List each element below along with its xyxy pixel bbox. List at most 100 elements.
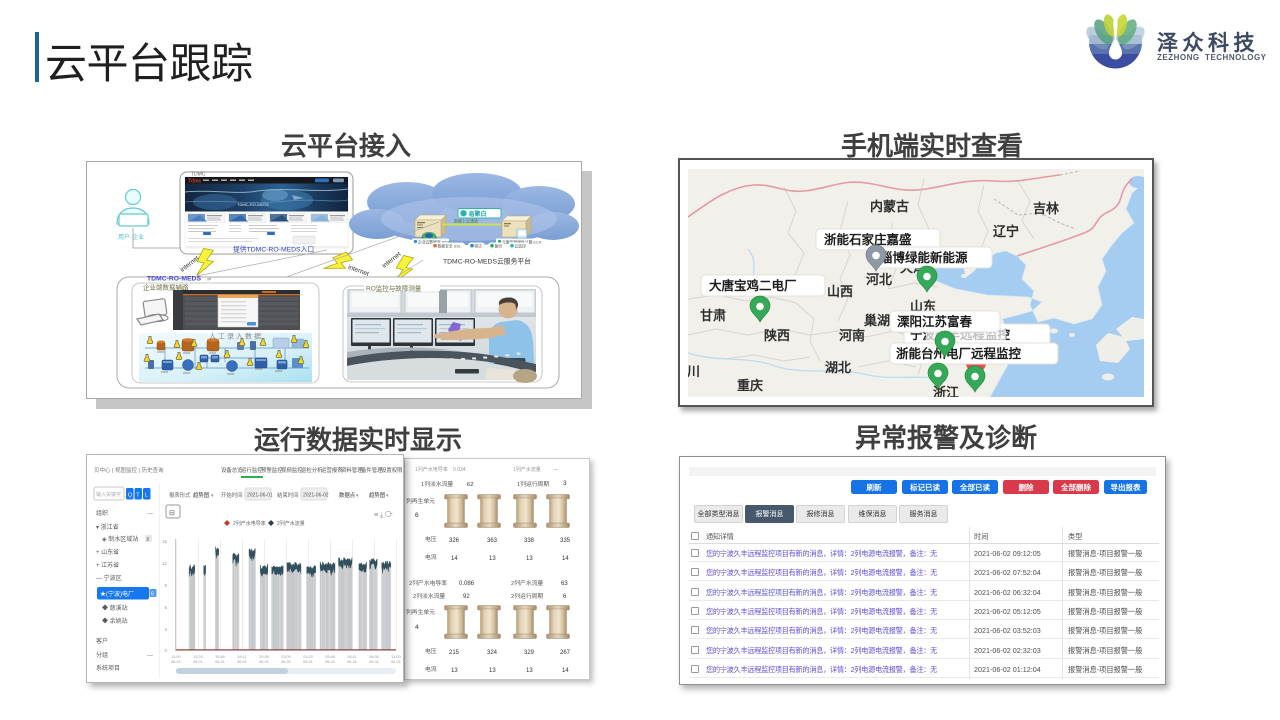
svg-text:TDMC-RO-MEDS: TDMC-RO-MEDS — [237, 202, 269, 207]
svg-text:1列淡水流量: 1列淡水流量 — [421, 480, 453, 488]
svg-text:系统项目: 系统项目 — [96, 664, 120, 672]
svg-text:08:35: 08:35 — [369, 655, 379, 659]
svg-text:6: 6 — [563, 594, 567, 600]
svg-text:RO监控与故障测量: RO监控与故障测量 — [366, 284, 422, 293]
svg-text:数据安全 SSL: 数据安全 SSL — [438, 244, 461, 249]
svg-text:13: 13 — [489, 668, 496, 674]
svg-text:#####: ##### — [255, 367, 263, 371]
svg-text:浙能台州电厂远程监控: 浙能台州电厂远程监控 — [896, 346, 1022, 361]
svg-text:#####: ##### — [275, 369, 283, 373]
svg-text:河南: 河南 — [839, 328, 865, 343]
svg-text:23:00: 23:00 — [281, 655, 291, 659]
svg-text:企业云数据库 RDS: 企业云数据库 RDS — [418, 239, 450, 244]
svg-text:备份: 备份 — [495, 244, 503, 249]
svg-text:06-01: 06-01 — [259, 660, 269, 664]
svg-text:11:00: 11:00 — [391, 655, 400, 659]
svg-text:18:11: 18:11 — [237, 655, 246, 659]
svg-text:云监控: 云监控 — [515, 244, 527, 249]
svg-text:吉林: 吉林 — [1033, 201, 1059, 216]
svg-text:#####: ##### — [183, 371, 191, 375]
svg-text:06-01: 06-01 — [347, 660, 357, 664]
svg-text:预警监控: 预警监控 — [261, 466, 283, 474]
svg-text:四川: 四川 — [688, 364, 700, 379]
svg-text:报表形式: 报表形式 — [169, 491, 191, 499]
svg-text:⇌: ⇌ — [207, 277, 211, 283]
svg-text:内蒙古: 内蒙古 — [870, 199, 909, 214]
svg-text:13:24: 13:24 — [193, 655, 203, 659]
svg-text:—: — — [147, 653, 153, 659]
svg-text:1列运行周期: 1列运行周期 — [517, 480, 549, 488]
svg-text:335: 335 — [560, 538, 571, 544]
svg-text:#####: ##### — [209, 351, 217, 355]
svg-text:列再生单元: 列再生单元 — [406, 608, 435, 616]
svg-text:06-01: 06-01 — [193, 660, 203, 664]
svg-text:山东: 山东 — [910, 299, 936, 314]
svg-text:329: 329 — [524, 650, 535, 656]
svg-text:06-01: 06-01 — [171, 660, 181, 664]
svg-text:用户·企业: 用户·企业 — [118, 233, 144, 241]
svg-text:组织: 组织 — [96, 509, 108, 517]
svg-text:趋势图: 趋势图 — [193, 491, 209, 499]
svg-text:+ 山东省: + 山东省 — [96, 548, 119, 556]
svg-text:视频监控: 视频监控 — [281, 466, 303, 474]
svg-text:06-01: 06-01 — [237, 660, 247, 664]
svg-text:14: 14 — [562, 668, 569, 674]
svg-text:#####: ##### — [227, 372, 235, 376]
svg-text:2列产水电导率: 2列产水电导率 — [409, 579, 447, 587]
svg-text:列再生单元: 列再生单元 — [406, 497, 435, 505]
svg-text:◆ 慈溪站: ◆ 慈溪站 — [96, 604, 128, 612]
svg-text:03:48: 03:48 — [325, 655, 335, 659]
svg-text:设备总览: 设备总览 — [221, 466, 243, 474]
svg-text:▾: ▾ — [356, 493, 359, 499]
svg-text:趋势图: 趋势图 — [369, 491, 385, 499]
svg-text:0.034: 0.034 — [453, 467, 466, 473]
svg-text:⊟: ⊟ — [169, 510, 175, 517]
svg-text:2列运行周期: 2列运行周期 — [511, 592, 543, 600]
svg-text:企业端数据辅路: 企业端数据辅路 — [143, 283, 189, 292]
svg-text:#####: ##### — [157, 350, 165, 354]
svg-text:06-01: 06-01 — [303, 660, 313, 664]
svg-text:4: 4 — [415, 624, 419, 631]
svg-text:363: 363 — [487, 538, 498, 544]
svg-text:河北: 河北 — [866, 272, 892, 287]
svg-text:#####: ##### — [161, 370, 169, 374]
svg-text:云服务器弹性计算 ECS: 云服务器弹性计算 ECS — [502, 239, 542, 244]
svg-text:◈ 制水区域站: ◈ 制水区域站 — [96, 535, 138, 543]
svg-text:贝中心 | 视图监控 | 历史查询: 贝中心 | 视图监控 | 历史查询 — [94, 466, 164, 474]
svg-text:电压: 电压 — [425, 535, 437, 543]
svg-text:结束时间: 结束时间 — [277, 491, 299, 499]
svg-text:13: 13 — [489, 556, 496, 562]
svg-text:06-01: 06-01 — [281, 660, 291, 664]
svg-text:Tdmc: Tdmc — [188, 178, 202, 184]
svg-text:巡检分析: 巡检分析 — [301, 466, 323, 474]
svg-text:易聚白: 易聚白 — [468, 210, 487, 218]
svg-text:8: 8 — [147, 537, 150, 543]
svg-text:—: — — [147, 511, 153, 517]
svg-text:2列产水流量: 2列产水流量 — [511, 579, 543, 587]
svg-text:≡ ⤓ ⟳: ≡ ⤓ ⟳ — [374, 511, 393, 519]
svg-text:电流: 电流 — [425, 553, 437, 561]
svg-text:06-01: 06-01 — [215, 660, 225, 664]
svg-text:3: 3 — [164, 627, 167, 632]
svg-text:internet: internet — [179, 255, 201, 274]
svg-text:+ 江苏省: + 江苏省 — [96, 561, 119, 569]
svg-text:267: 267 — [560, 650, 571, 656]
svg-text:2021-06-01: 2021-06-01 — [247, 493, 273, 499]
svg-text:输入关键字: 输入关键字 — [96, 491, 121, 498]
svg-text:备件管理: 备件管理 — [361, 466, 383, 474]
svg-text:2列产水流量: 2列产水流量 — [277, 520, 305, 527]
svg-text:浙能石家庄嘉盛: 浙能石家庄嘉盛 — [824, 232, 912, 247]
svg-text:山西: 山西 — [827, 284, 853, 299]
svg-text:陕西: 陕西 — [764, 328, 790, 343]
svg-text:20:36: 20:36 — [259, 655, 269, 659]
svg-text:运行监控: 运行监控 — [241, 466, 263, 474]
svg-text:13: 13 — [526, 556, 533, 562]
svg-text:6: 6 — [151, 592, 154, 598]
svg-text:01:23: 01:23 — [303, 655, 313, 659]
svg-text:数据上云通道: 数据上云通道 — [454, 218, 478, 224]
svg-text:◆ 余姚站: ◆ 余姚站 — [96, 617, 128, 625]
svg-text:14: 14 — [562, 556, 569, 562]
svg-text:06-01: 06-01 — [391, 660, 401, 664]
svg-text:3: 3 — [563, 480, 567, 487]
svg-text:215: 215 — [449, 650, 460, 656]
